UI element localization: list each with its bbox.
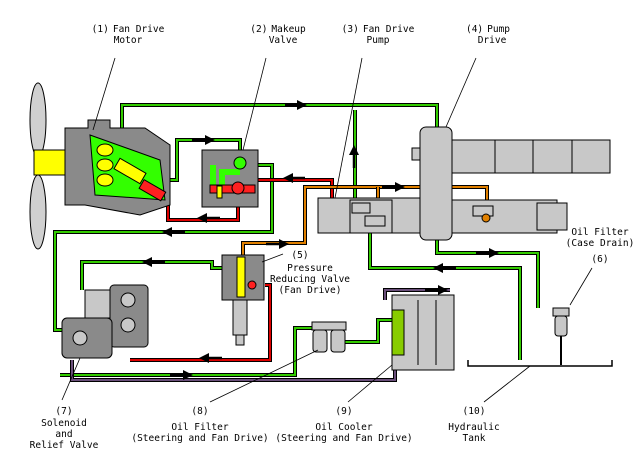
fan-blade xyxy=(29,174,47,250)
motor-to-makeup-line xyxy=(170,138,242,182)
makeup-valve xyxy=(201,149,259,208)
solenoid-relief-valve xyxy=(61,284,149,359)
leader-lines xyxy=(61,57,593,403)
fan-drive-motor xyxy=(29,82,171,250)
label-9: (9)Oil Cooler(Steering and Fan Drive) xyxy=(275,406,412,444)
fan-blade xyxy=(29,82,47,158)
hydraulic-tank xyxy=(467,360,613,367)
oil-cooler xyxy=(391,294,455,371)
pressure-reducing-valve xyxy=(221,254,265,346)
label-8: (8)Oil Filter(Steering and Fan Drive) xyxy=(131,406,268,444)
pump-drive xyxy=(411,126,611,241)
steering-fan-oil-filter xyxy=(311,321,347,353)
label-6: Oil Filter(Case Drain)(6) xyxy=(566,227,635,265)
valve5-to-solenoid-line xyxy=(80,260,222,290)
case-drain-oil-filter xyxy=(552,307,570,365)
